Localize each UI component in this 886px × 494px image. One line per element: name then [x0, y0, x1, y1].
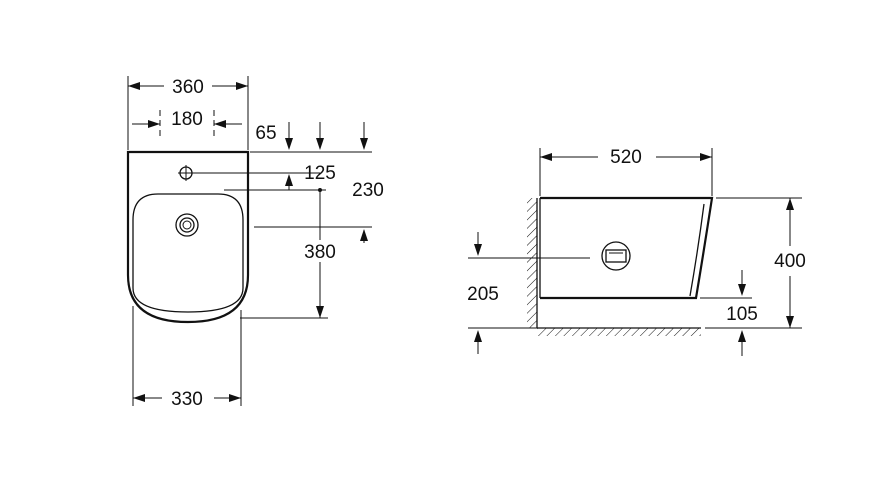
side-view: 520 400 205 105 [467, 147, 806, 356]
bidet-front-outline [126, 150, 250, 324]
dim-foot-height: 105 [726, 304, 758, 325]
dim-bowl-depth: 230 [352, 180, 384, 201]
dim-outlet-height: 205 [467, 284, 499, 305]
wall-hatch [527, 198, 537, 328]
bidet-side-outline [540, 196, 714, 300]
bidet-front-bowl [132, 193, 244, 313]
dim-projection: 520 [610, 147, 642, 168]
dim-outlet-depth: 380 [304, 242, 336, 263]
drain-icon [175, 213, 199, 237]
dim-overall-width: 360 [172, 77, 204, 98]
outlet-icon [601, 241, 631, 271]
tap-hole-icon [178, 165, 194, 181]
dim-base-width: 330 [171, 389, 203, 410]
dim-tap-hole-depth: 125 [304, 163, 336, 184]
front-view: 360 180 65 125 230 380 [126, 76, 384, 410]
floor-hatch [537, 328, 701, 336]
dim-height: 400 [774, 251, 806, 272]
dim-top-offset: 65 [255, 123, 276, 144]
dim-fixing-spacing: 180 [171, 109, 203, 130]
